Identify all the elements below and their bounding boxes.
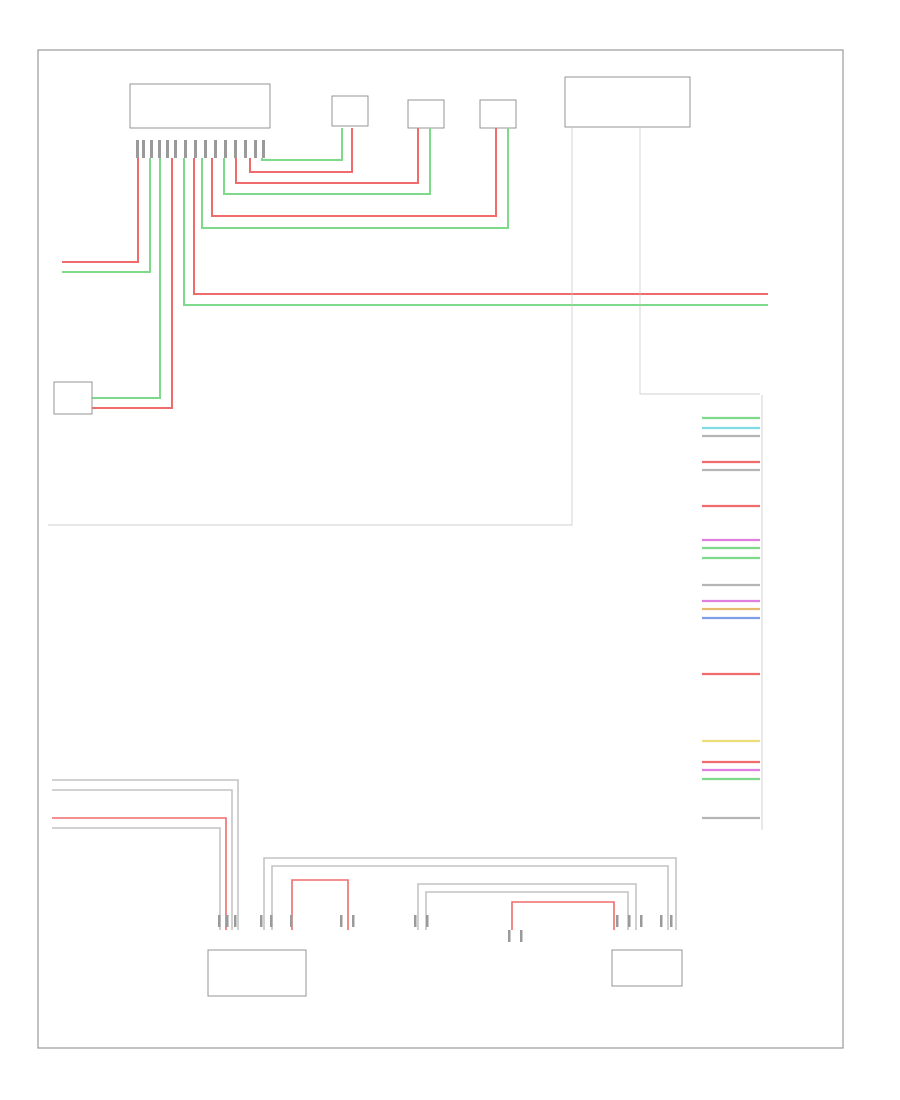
bottom-center-wires (263, 857, 677, 930)
top-comp-c (479, 99, 517, 129)
top-comp-a (331, 95, 369, 127)
wire-green-left (62, 158, 151, 273)
wire-green-c (201, 128, 509, 229)
bottom-right-unit (611, 949, 683, 987)
wire-red-c (211, 128, 497, 217)
wire-red-b (235, 128, 419, 184)
gray-wires (48, 128, 760, 526)
wire-green-down (92, 158, 161, 399)
wire-green-a (261, 128, 343, 161)
wire-red-long (193, 158, 768, 295)
top-connector-pins (136, 140, 265, 158)
wire-green-long (183, 158, 768, 306)
wire-red-down (92, 158, 173, 409)
bottom-left-unit (207, 949, 307, 997)
left-unit (53, 381, 93, 415)
top-comp-b (407, 99, 445, 129)
diagram-frame (37, 49, 844, 1049)
wire-red-left (62, 158, 139, 263)
wire-green-b (223, 128, 431, 195)
top-wires (62, 128, 768, 409)
wire-red-a (249, 128, 353, 173)
legend-wires (702, 416, 760, 820)
bottom-left-wires (52, 779, 239, 930)
bottom-pins (218, 915, 673, 942)
top-connector (129, 83, 271, 129)
top-comp-right (564, 76, 691, 128)
